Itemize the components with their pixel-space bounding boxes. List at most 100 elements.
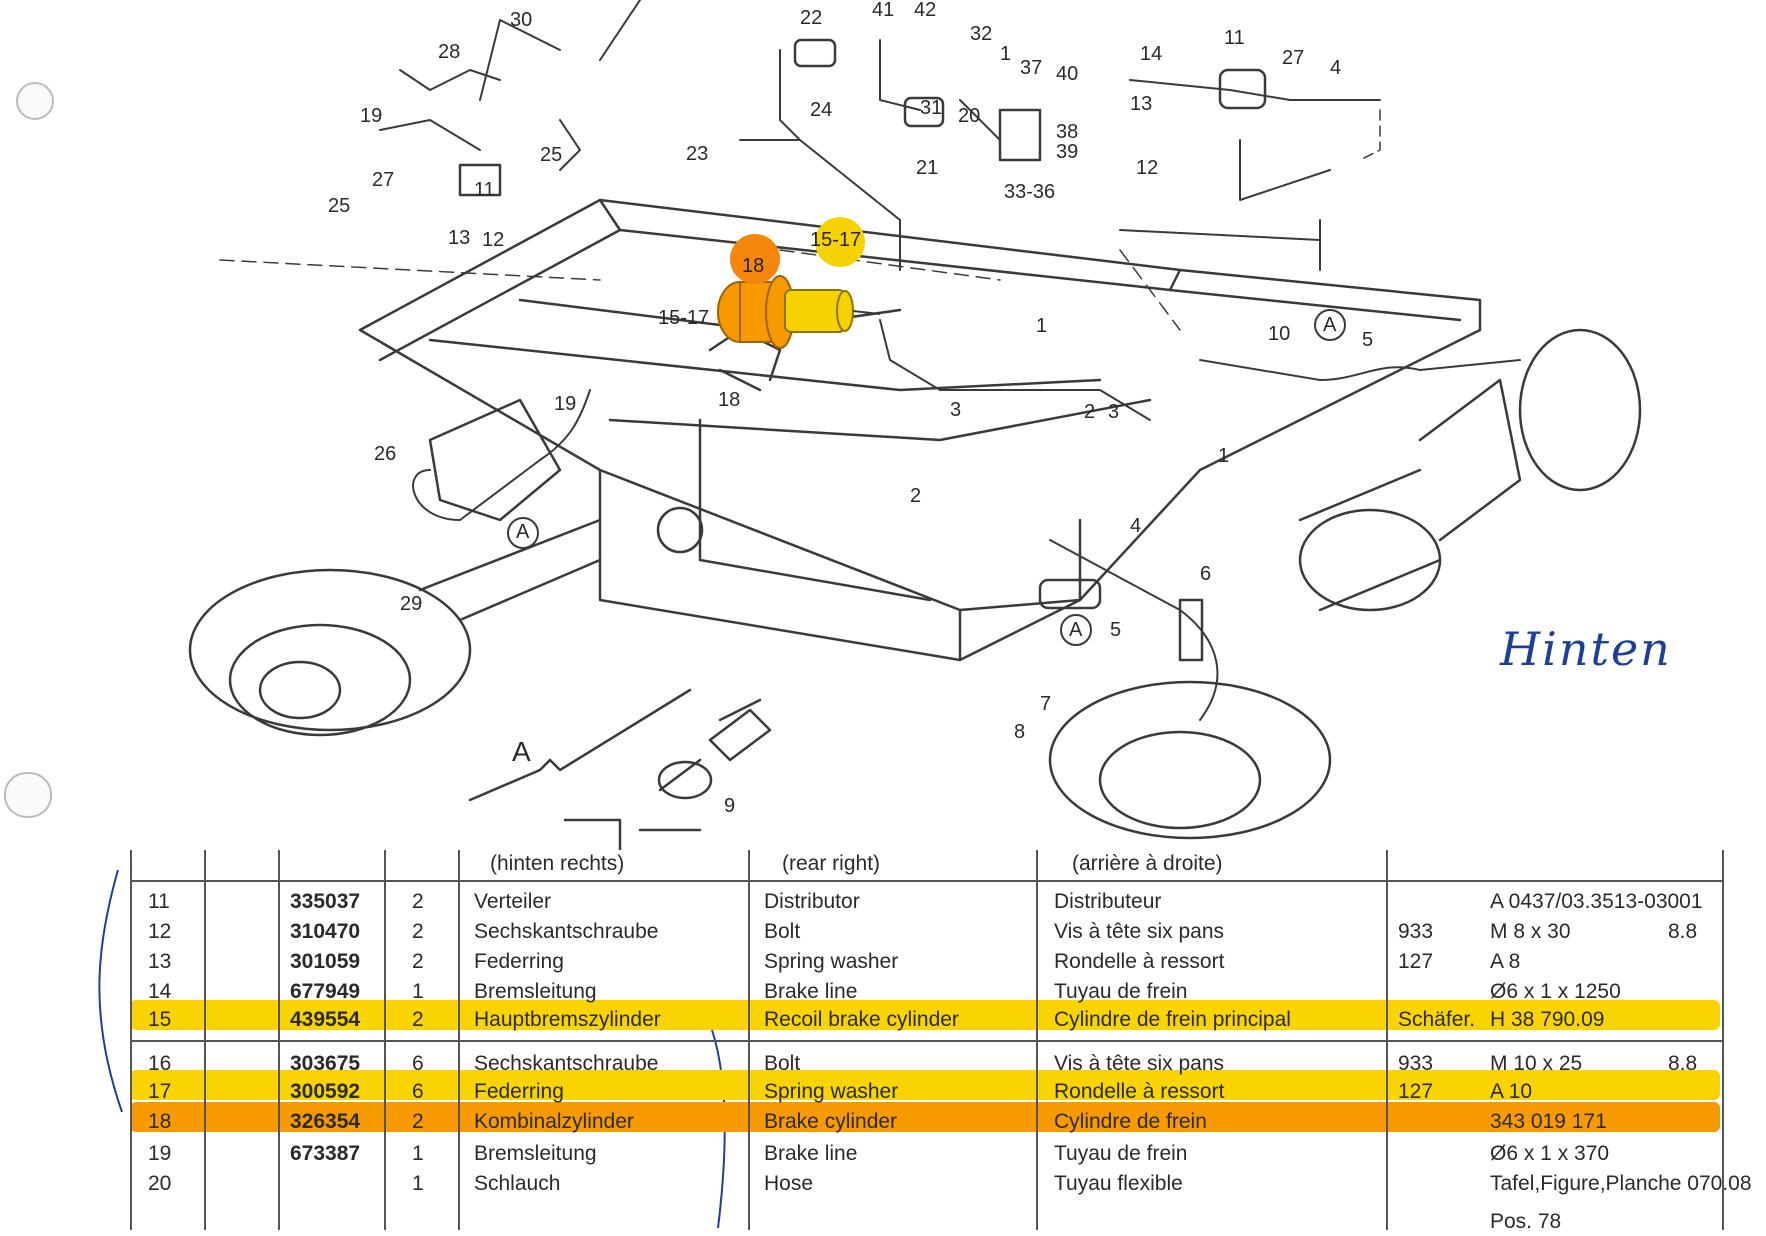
cell-de: Bremsleitung	[474, 1142, 597, 1165]
cell-ref-b: A 10	[1490, 1080, 1533, 1103]
callout-label: A	[1069, 619, 1083, 641]
cell-fr: Distributeur	[1054, 890, 1162, 913]
cell-part: 335037	[290, 890, 361, 913]
cell-de: Hauptbremszylinder	[474, 1008, 661, 1031]
cell-qty: 6	[412, 1052, 424, 1075]
cell-de: Sechskantschraube	[474, 920, 659, 943]
chassis-drawing	[188, 0, 1642, 850]
cell-part: 303675	[290, 1052, 361, 1075]
cell-fr: Tuyau de frein	[1054, 1142, 1188, 1165]
callout-label: 37	[1020, 57, 1043, 79]
callout-label: 4	[1130, 515, 1142, 537]
callout-label: 30	[510, 9, 533, 31]
callout-label: 9	[724, 795, 736, 817]
callout-label: 13	[1130, 93, 1153, 115]
highlighted-cylinder	[717, 275, 881, 349]
cell-part: 673387	[290, 1142, 361, 1165]
callout-label: 23	[686, 143, 709, 165]
header-en: (rear right)	[782, 852, 881, 875]
cell-qty: 2	[412, 950, 424, 973]
cell-en: Spring washer	[764, 1080, 899, 1103]
cell-pos: 14	[148, 980, 172, 1003]
binder-hole	[4, 772, 52, 818]
callout-label: 8	[1014, 721, 1026, 743]
callout-label: 21	[916, 157, 939, 179]
table-header-row: (hinten rechts) (rear right) (arrière à …	[0, 848, 1598, 878]
cell-pos: 15	[148, 1008, 172, 1031]
cell-ref-b: M 8 x 30	[1490, 920, 1571, 943]
cell-de: Sechskantschraube	[474, 1052, 659, 1075]
cell-qty: 1	[412, 1172, 424, 1195]
cell-qty: 2	[412, 890, 424, 913]
callout-label: 38	[1056, 121, 1079, 143]
callout-label: 26	[374, 443, 397, 465]
cell-ref-b: H 38 790.09	[1490, 1008, 1605, 1031]
cell-pos: 16	[148, 1052, 172, 1075]
row-highlight-yellow	[130, 1000, 1720, 1030]
callout-label: 15-17	[810, 229, 862, 251]
callout-label: 20	[958, 105, 981, 127]
callout-label: 5	[1110, 619, 1122, 641]
cell-fr: Rondelle à ressort	[1054, 950, 1225, 973]
cell-pos: 11	[148, 890, 170, 913]
callout-label: 27	[1282, 47, 1305, 69]
footer-ref: Pos. 78	[1490, 1210, 1562, 1233]
callout-label: 31	[920, 97, 943, 119]
callout-label: 40	[1056, 63, 1079, 85]
callout-label: 3	[950, 399, 962, 421]
callout-label: 11	[474, 179, 495, 201]
header-fr: (arrière à droite)	[1072, 852, 1223, 875]
cell-ref-a: 127	[1398, 950, 1434, 973]
cell-ref-b: M 10 x 25	[1490, 1052, 1583, 1075]
callout-label: 33-36	[1004, 181, 1056, 203]
callout-label: 1	[1036, 315, 1048, 337]
callout-label: 5	[1362, 329, 1374, 351]
cell-fr: Vis à tête six pans	[1054, 1052, 1225, 1075]
binder-hole	[16, 82, 54, 120]
cell-qty: 6	[412, 1080, 424, 1103]
cell-ref-b: A 0437/03.3513-03001	[1490, 890, 1703, 913]
cell-ref-a: 933	[1398, 1052, 1434, 1075]
cell-de: Verteiler	[474, 890, 552, 913]
callout-label: 1	[1000, 43, 1012, 65]
callout-label: A	[512, 736, 531, 767]
callout-label: A	[1323, 314, 1337, 336]
cell-part: 677949	[290, 980, 361, 1003]
cell-pos: 12	[148, 920, 172, 943]
cell-ref-a: 127	[1398, 1080, 1434, 1103]
cell-de: Bremsleitung	[474, 980, 597, 1003]
callout-label: 12	[1136, 157, 1159, 179]
cell-fr: Cylindre de frein principal	[1054, 1008, 1291, 1031]
callout-label: 39	[1056, 141, 1079, 163]
cell-en: Bolt	[764, 1052, 801, 1075]
cell-pos: 17	[148, 1080, 172, 1103]
cell-de: Kombinalzylinder	[474, 1110, 634, 1133]
cell-ref-b: 343 019 171	[1490, 1110, 1607, 1133]
cell-pos: 20	[148, 1172, 172, 1195]
cell-ref-b: Ø6 x 1 x 370	[1490, 1142, 1610, 1165]
cell-en: Recoil brake cylinder	[764, 1008, 959, 1031]
cell-en: Brake line	[764, 980, 858, 1003]
cell-de: Federring	[474, 950, 564, 973]
callout-label: 25	[328, 195, 351, 217]
callout-label: 7	[1040, 693, 1052, 715]
callout-label: 2	[1084, 401, 1096, 423]
callout-label: 15-17	[658, 307, 710, 329]
cell-en: Brake cylinder	[764, 1110, 898, 1133]
callout-label: 18	[742, 255, 765, 277]
cell-de: Schlauch	[474, 1172, 561, 1195]
callout-label: 3	[1108, 401, 1120, 423]
cell-qty: 1	[412, 980, 424, 1003]
callout-label: 27	[372, 169, 395, 191]
cell-part: 310470	[290, 920, 361, 943]
header-de: (hinten rechts)	[490, 852, 625, 875]
callout-label: 11	[1224, 27, 1245, 49]
cell-en: Spring washer	[764, 950, 899, 973]
callout-label: 42	[914, 0, 937, 21]
